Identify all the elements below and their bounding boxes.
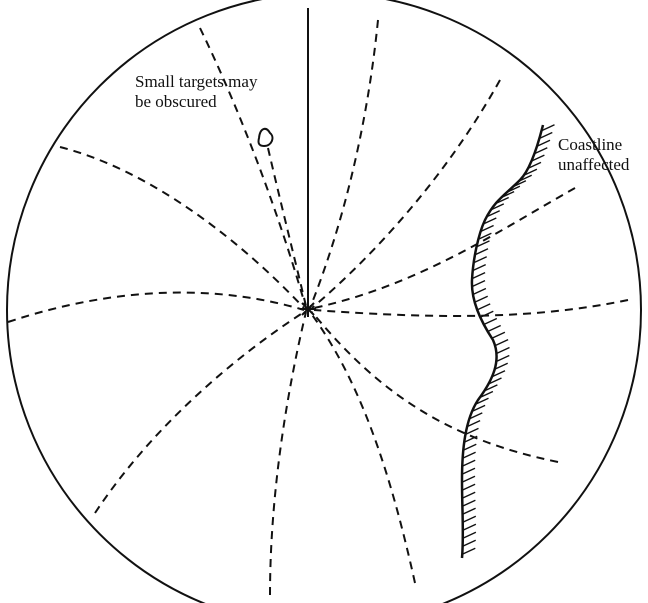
hatch-mark bbox=[462, 507, 476, 515]
hatch-mark bbox=[471, 271, 486, 280]
interference-curve bbox=[311, 311, 559, 463]
hatch-mark bbox=[536, 139, 551, 147]
hatch-mark bbox=[480, 310, 494, 318]
hatch-mark bbox=[462, 523, 477, 531]
hatch-mark bbox=[475, 397, 489, 405]
hatch-mark bbox=[476, 240, 490, 248]
hatch-mark bbox=[512, 180, 527, 188]
hatch-mark bbox=[483, 317, 498, 326]
hatch-mark bbox=[471, 279, 486, 288]
hatch-mark bbox=[462, 499, 476, 507]
hatch-mark bbox=[486, 210, 500, 218]
hatch-mark bbox=[494, 362, 508, 370]
hatch-mark bbox=[500, 190, 515, 199]
interference-curve bbox=[59, 146, 305, 309]
hatch-mark bbox=[527, 161, 542, 170]
hatch-mark bbox=[491, 370, 506, 378]
hatch-mark bbox=[466, 419, 481, 428]
coastline bbox=[460, 124, 545, 559]
interference-curve bbox=[269, 311, 307, 596]
display-circle bbox=[6, 0, 642, 603]
hatch-mark bbox=[534, 147, 548, 155]
coastline-label-line-1: Coastline bbox=[558, 135, 623, 154]
hatch-mark bbox=[462, 547, 476, 555]
coastline-hatching bbox=[461, 124, 555, 555]
hatch-mark bbox=[541, 124, 555, 132]
hatch-mark bbox=[484, 384, 498, 392]
coastline-label-line-2: unaffected bbox=[558, 155, 630, 174]
interference-curve bbox=[309, 19, 379, 309]
small-targets-label-line-1: Small targets may bbox=[135, 72, 258, 91]
hatch-mark bbox=[472, 263, 486, 272]
hatch-mark bbox=[483, 217, 497, 225]
hatch-mark bbox=[462, 539, 476, 547]
hatch-mark bbox=[479, 390, 494, 399]
hatch-mark bbox=[506, 185, 521, 193]
hatch-mark bbox=[523, 168, 538, 176]
hatch-mark bbox=[463, 435, 478, 443]
hatch-mark bbox=[461, 475, 476, 483]
interference-curve bbox=[313, 187, 576, 309]
hatch-mark bbox=[473, 256, 487, 264]
interference-pattern bbox=[7, 19, 629, 596]
small-target-echo bbox=[257, 127, 274, 148]
hatch-mark bbox=[480, 224, 494, 233]
hatch-mark bbox=[496, 346, 510, 355]
hatch-mark bbox=[461, 483, 476, 491]
hatch-mark bbox=[474, 295, 488, 303]
interference-curve bbox=[267, 147, 307, 307]
hatch-mark bbox=[478, 232, 492, 240]
hatch-mark bbox=[461, 467, 476, 475]
hatch-mark bbox=[472, 287, 487, 296]
hatch-mark bbox=[469, 412, 483, 420]
small-targets-label-line-2: be obscured bbox=[135, 92, 217, 111]
hatch-mark bbox=[462, 531, 477, 539]
small-targets-label: Small targets may be obscured bbox=[135, 72, 257, 112]
hatch-mark bbox=[539, 131, 553, 140]
coastline-label: Coastline unaffected bbox=[558, 135, 629, 175]
hatch-mark bbox=[462, 451, 476, 459]
hatch-mark bbox=[461, 491, 476, 499]
hatch-mark bbox=[488, 377, 502, 385]
hatch-mark bbox=[474, 248, 489, 256]
hatch-mark bbox=[491, 331, 506, 339]
hatch-mark bbox=[490, 203, 505, 211]
interference-curve bbox=[7, 291, 305, 323]
interference-curve bbox=[309, 311, 416, 584]
hatch-mark bbox=[494, 338, 509, 347]
interference-curve bbox=[199, 27, 307, 309]
hatch-mark bbox=[476, 303, 491, 311]
hatch-mark bbox=[465, 427, 479, 436]
interference-curve bbox=[94, 311, 305, 514]
hatch-mark bbox=[462, 515, 477, 523]
own-ship-marker bbox=[300, 301, 316, 317]
hatch-mark bbox=[531, 154, 545, 162]
hatch-mark bbox=[463, 443, 477, 451]
hatch-mark bbox=[487, 324, 501, 333]
hatch-mark bbox=[496, 354, 510, 363]
hatch-mark bbox=[471, 404, 486, 413]
interference-curve bbox=[313, 299, 629, 317]
hatch-mark bbox=[518, 174, 532, 182]
hatch-mark bbox=[495, 196, 509, 205]
hatch-mark bbox=[461, 459, 476, 467]
